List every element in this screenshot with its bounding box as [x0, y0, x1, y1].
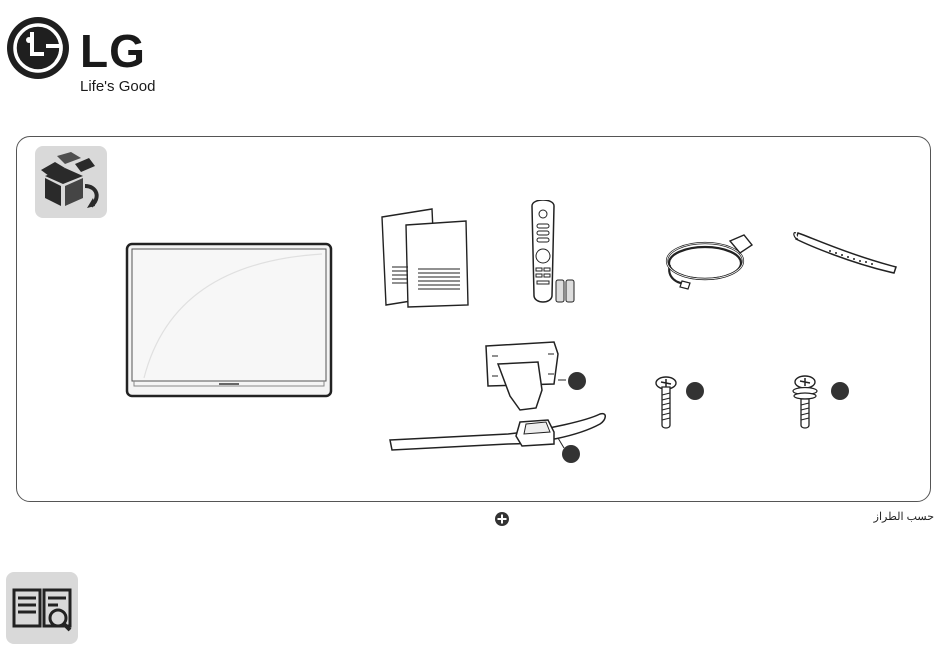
brand-logo: LG Life's Good: [6, 16, 166, 96]
package-contents-icon: [35, 146, 107, 218]
owners-manual-illustration: [378, 205, 478, 310]
stand-screw-illustration: [650, 373, 710, 433]
brand-wordmark: LG: [80, 28, 146, 74]
model-dependent-note: حسب الطراز: [874, 510, 934, 523]
stand-body-and-base-illustration: [388, 340, 613, 468]
brand-tagline: Life's Good: [80, 78, 155, 95]
lg-logo-face-icon: [6, 16, 70, 80]
plus-circle-icon: [494, 511, 510, 527]
power-cord-illustration: [660, 225, 760, 295]
manual-book-search-icon: [6, 572, 78, 644]
cable-holder-illustration: [790, 225, 900, 280]
tv-set-illustration: [124, 240, 334, 400]
stand-screw-with-washer-illustration: [787, 373, 857, 433]
magic-remote-and-batteries-illustration: [520, 200, 590, 308]
